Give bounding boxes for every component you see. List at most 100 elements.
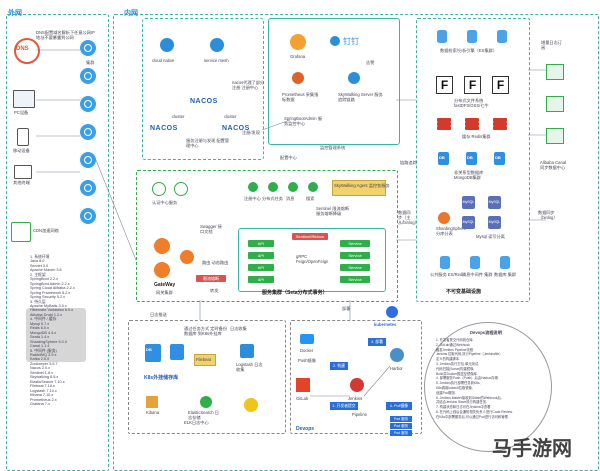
api-box: API: [248, 240, 274, 247]
mobile-icon: [17, 128, 29, 146]
tech-stack-item: Skywalking 8.5.x: [30, 375, 59, 380]
harbor-icon: [390, 348, 404, 362]
tech-stack-item: Hibernate Validation 6.0.x: [30, 308, 74, 313]
tech-stack-item: Nacos 2.0.x: [30, 366, 51, 371]
gateway-service-zone: [136, 170, 398, 302]
log-push-label: 日志推送: [150, 312, 167, 317]
es-log-label: ElasticSearch 日志存储: [188, 410, 219, 420]
mongo-label: 非关系型数据库 MongoDB集群: [454, 170, 484, 180]
service-top-label: 搜索: [306, 196, 315, 201]
backup-note: 通过任务方式 定时备份数据库 到K8s外挂库: [184, 326, 228, 336]
service-top-label: 分布式任务: [262, 196, 283, 201]
tech-list-highlight: [26, 308, 86, 362]
nacos-desc: 服务注册与发现 配置管理中心: [186, 138, 230, 148]
fastdfs-label: 分布式文件系统 fastDFS/OSS/七牛: [454, 98, 489, 108]
canal-icon: [546, 64, 564, 80]
devops-flow-item: 并结合Jenkins Slave执行构建任务.: [436, 400, 487, 405]
grafana-icon: [290, 34, 306, 50]
tech-stack-item: 1. 系统环境: [30, 255, 50, 259]
jenkins-label: Jenkins: [348, 396, 363, 401]
redis-icon: [437, 118, 451, 130]
k8s-zone: [128, 320, 286, 434]
alert-label: 告警: [366, 60, 375, 65]
sharding-icon: [438, 212, 450, 224]
pod-box: Pod 服务: [390, 416, 412, 422]
pc-icon: [13, 90, 35, 108]
infra-zone: [416, 18, 530, 302]
tech-stack-item: SpringBoot Admin 2.2.x: [30, 281, 70, 286]
nacos-cluster-label: cluster: [172, 114, 185, 119]
tech-stack-item: Logstash 7.10.x: [30, 388, 57, 393]
devops-flow-item: 代码扫描(Sonar)构建镜像,: [436, 366, 475, 371]
trace-label: 链路追踪: [400, 160, 417, 165]
devops-flow-item: K8s调用kubectl拉取镜像,: [436, 385, 473, 390]
service-box: Service: [340, 240, 370, 247]
service-top-icon: [268, 182, 278, 192]
tech-stack-item: RabbitMQ 3.9.x: [30, 352, 57, 357]
devops-flow-item: 4. 部署服务Push（Push）后由Harbor存储.: [436, 376, 499, 381]
mysql-icon: MySQL: [462, 196, 475, 209]
fastdfs-icon: F: [492, 76, 509, 94]
service-top-icon: [308, 182, 318, 192]
k8s-db-icon: [145, 344, 161, 362]
reg-label: 注册/发现: [242, 130, 260, 135]
mysql-icon: MySQL: [488, 216, 501, 229]
dns-icon: [14, 38, 40, 64]
tech-stack-item: MongoDB 4.4.x: [30, 330, 57, 335]
auth-icon: [174, 182, 188, 196]
docker-icon: [300, 334, 314, 344]
logstash-label: Logstash 日志收集: [236, 362, 263, 372]
nacos-logo-right: NACOS: [222, 125, 250, 132]
filebeat-box: [194, 354, 216, 366]
watermark: 马手游网: [492, 438, 572, 460]
dns-label: DNS: [16, 46, 29, 52]
logstash-icon: [240, 344, 254, 358]
cdn-label: CDN加速网络: [33, 228, 59, 233]
pipeline-label: Pipeline: [352, 412, 367, 417]
es-log-icon: [200, 396, 212, 408]
service-box: Service: [340, 276, 370, 283]
canal-icon: [546, 96, 564, 112]
skywalking-label: SkyWalking Server 服务追踪链路: [338, 92, 383, 102]
tech-stack-item: Kafka 2.5.0: [30, 357, 50, 362]
api-box: API: [248, 276, 274, 283]
kibana-icon: [146, 396, 158, 408]
pc-label: PC设备: [14, 110, 29, 115]
canal-icon: [546, 128, 564, 144]
nacos-note: nacos代理了部分注册 注册中心: [232, 80, 265, 90]
devops-flow-note: [424, 322, 552, 452]
outer-zone-title: 外网: [8, 10, 22, 17]
step-box: 4. Pull镜像: [386, 402, 412, 410]
mobile-label: 移动设备: [13, 148, 30, 153]
devops-flow-item: 1. 开发者提交代码到仓库.: [436, 338, 474, 342]
devops-flow-item: 6. Jenkins Master接收到Gitlab的Webhook后,: [436, 395, 502, 400]
skywalking-agent-label: SkyWalking Agent 监控各服务: [334, 183, 390, 188]
route-label: 路由 动态路由: [202, 260, 229, 265]
filebeat-label: Filebeat: [196, 357, 211, 362]
infra-bottom-icon: [500, 256, 510, 269]
cluster-node-icon: [80, 180, 96, 196]
devops-flow-item: 触发Jenkins Pipeline流程.: [436, 347, 474, 352]
k8s-title: K8s外挂储存库: [144, 375, 179, 381]
cluster-label: 集群: [86, 60, 95, 65]
kibana-label: Kibana: [146, 410, 160, 415]
nacos-logo-left: NACOS: [150, 125, 178, 132]
sentinel-ribbon-box: Sentinel/Ribbon: [292, 233, 328, 240]
tech-stack-item: Servlet 3.0: [30, 263, 49, 268]
service-top-icon: [248, 182, 258, 192]
auth-label: 认证中心服务: [152, 200, 178, 205]
devops-flow-item: Build并Docker推送至镜像库.: [436, 371, 478, 376]
mq-db-icon: [494, 152, 505, 165]
mysql-icon: MySQL: [488, 196, 501, 209]
gateway-node-icon: [154, 238, 170, 254]
grafana-label: Grafana: [290, 54, 306, 59]
infra-bottom-label: 消息中间件 集群: [462, 272, 493, 277]
nacos-logo-top: NACOS: [190, 98, 218, 105]
step-box: 2. 构建: [330, 362, 348, 370]
devops-flow-list: 1. 开发者提交代码到仓库.2. GitLab通过Webhook 触发Jenki…: [436, 338, 513, 420]
service-box: Service: [340, 264, 370, 271]
tech-stack-item: 3. 持久层: [30, 299, 46, 304]
elastic-icon: [244, 398, 258, 412]
